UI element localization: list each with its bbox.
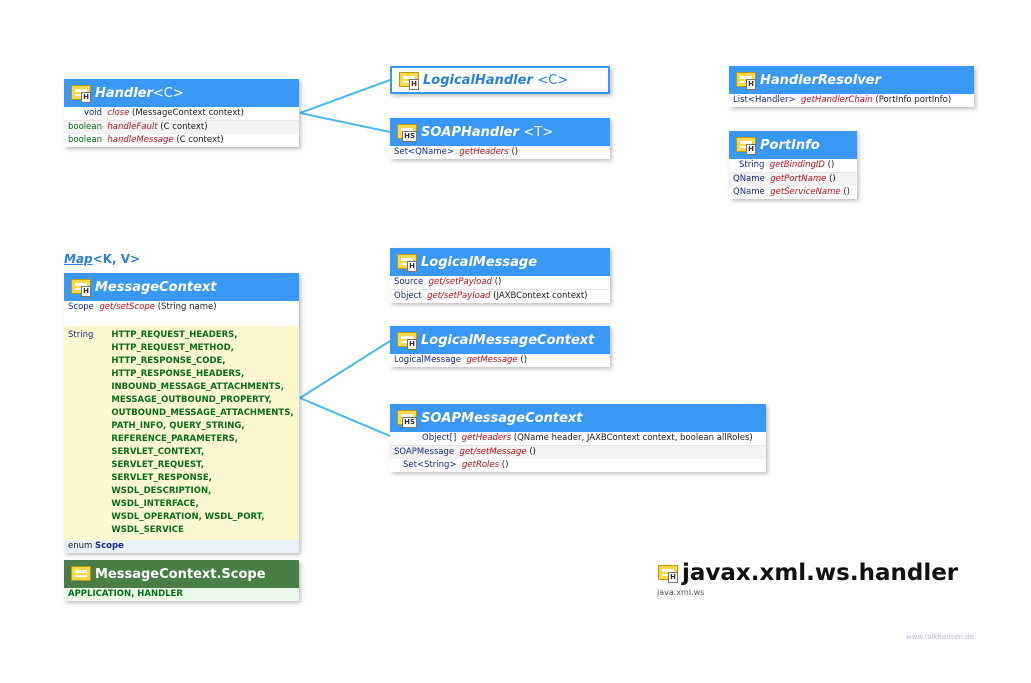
- enum-row: enum Scope: [64, 540, 299, 553]
- portinfo-title: PortInfo: [760, 137, 820, 153]
- method-row: Object[] getHeaders (QName header, JAXBC…: [390, 432, 766, 446]
- interface-icon: H: [735, 70, 756, 90]
- logicalmessage-title: LogicalMessage: [421, 254, 538, 270]
- messagecontext-box[interactable]: H MessageContext Scope get/setScope (Str…: [64, 273, 299, 553]
- soaphandler-header[interactable]: HS SOAPHandler <T>: [390, 118, 610, 146]
- logicalmessage-header[interactable]: H LogicalMessage: [390, 248, 610, 276]
- method-row: QName getServiceName (): [733, 187, 850, 197]
- messagecontext-title: MessageContext: [95, 279, 217, 295]
- field-constant: WSDL_DESCRIPTION, WSDL_INTERFACE,: [111, 486, 212, 509]
- logicalmessagecontext-title: LogicalMessageContext: [421, 332, 595, 348]
- method-row: boolean handleMessage (C context): [68, 135, 224, 145]
- package-module: java.xml.ws: [657, 588, 705, 597]
- connector-messagecontext-soapmessagecontext: [299, 397, 391, 437]
- connector-messagecontext-logicalmessagecontext: [299, 340, 391, 399]
- logicalhandler-header[interactable]: H LogicalHandler <C>: [390, 66, 610, 94]
- handler-header[interactable]: H Handler<C>: [64, 79, 299, 107]
- method-row: Source get/setPayload (): [390, 276, 610, 290]
- field-constant: WSDL_SERVICE: [111, 525, 184, 535]
- soaphandler-box[interactable]: HS SOAPHandler <T> Set<QName> getHeaders…: [390, 118, 610, 159]
- enum-icon: [70, 564, 91, 584]
- method-row: Scope get/setScope (String name): [68, 302, 217, 312]
- messagecontext-header[interactable]: H MessageContext: [64, 273, 299, 301]
- field-constant: PATH_INFO, QUERY_STRING,: [111, 421, 245, 431]
- interface-icon: H: [396, 252, 417, 272]
- soapmessagecontext-box[interactable]: HS SOAPMessageContext Object[] getHeader…: [390, 404, 766, 472]
- handler-title: Handler: [95, 85, 153, 101]
- map-link-name[interactable]: Map: [64, 252, 93, 266]
- handlerresolver-title: HandlerResolver: [760, 72, 881, 88]
- constant-fields: String HTTP_REQUEST_HEADERS,HTTP_REQUEST…: [64, 326, 299, 540]
- package-title: javax.xml.ws.handler: [682, 560, 959, 586]
- logicalhandler-box[interactable]: H LogicalHandler <C>: [390, 66, 610, 94]
- soaphandler-generic: <T>: [523, 124, 554, 140]
- map-superinterface-link[interactable]: Map<K, V>: [64, 252, 140, 266]
- logicalmessage-box[interactable]: H LogicalMessage Source get/setPayload (…: [390, 248, 610, 303]
- field-constant: SERVLET_CONTEXT, SERVLET_REQUEST,: [111, 447, 205, 470]
- interface-icon: H: [398, 70, 419, 90]
- method-row: String getBindingID (): [729, 159, 857, 173]
- logicalhandler-generic: <C>: [537, 72, 569, 88]
- connector-handler-soaphandler: [299, 112, 391, 133]
- portinfo-header[interactable]: H PortInfo: [729, 131, 857, 159]
- interface-icon: H: [70, 83, 91, 103]
- logicalhandler-title: LogicalHandler: [423, 72, 533, 88]
- messagecontext-scope-title: MessageContext.Scope: [95, 566, 266, 582]
- field-constant: HTTP_REQUEST_HEADERS,: [111, 330, 238, 340]
- soaphandler-title: SOAPHandler: [421, 124, 519, 140]
- handlerresolver-header[interactable]: H HandlerResolver: [729, 66, 974, 94]
- method-row: Set<QName> getHeaders (): [394, 147, 519, 157]
- interface-icon: H: [70, 277, 91, 297]
- map-link-generic: <K, V>: [92, 252, 141, 266]
- interface-icon: HS: [396, 122, 417, 142]
- handlerresolver-box[interactable]: H HandlerResolver List<Handler> getHandl…: [729, 66, 974, 107]
- method-row: void close (MessageContext context): [64, 107, 299, 121]
- field-constant: OUTBOUND_MESSAGE_ATTACHMENTS,: [111, 408, 294, 418]
- class-folder-icon: H: [657, 563, 678, 583]
- field-constant: HTTP_RESPONSE_CODE,: [111, 356, 226, 366]
- soapmessagecontext-header[interactable]: HS SOAPMessageContext: [390, 404, 766, 432]
- method-row: Object get/setPayload (JAXBContext conte…: [394, 291, 588, 301]
- field-constant: MESSAGE_OUTBOUND_PROPERTY,: [111, 395, 273, 405]
- method-row: SOAPMessage get/setMessage (): [390, 446, 766, 459]
- logicalmessagecontext-box[interactable]: H LogicalMessageContext LogicalMessage g…: [390, 326, 610, 367]
- enum-values: APPLICATION, HANDLER: [64, 588, 299, 601]
- field-constant: HTTP_RESPONSE_HEADERS,: [111, 369, 245, 379]
- messagecontext-scope-box[interactable]: MessageContext.Scope APPLICATION, HANDLE…: [64, 560, 299, 601]
- method-row: List<Handler> getHandlerChain (PortInfo …: [733, 95, 952, 105]
- soapmessagecontext-title: SOAPMessageContext: [421, 410, 583, 426]
- interface-icon: H: [735, 135, 756, 155]
- handler-box[interactable]: H Handler<C> void close (MessageContext …: [64, 79, 299, 147]
- interface-icon: H: [396, 330, 417, 350]
- method-row: boolean handleFault (C context): [64, 121, 299, 134]
- logicalmessagecontext-header[interactable]: H LogicalMessageContext: [390, 326, 610, 354]
- field-constant: REFERENCE_PARAMETERS,: [111, 434, 239, 444]
- method-row: Set<String> getRoles (): [403, 460, 509, 470]
- messagecontext-scope-header[interactable]: MessageContext.Scope: [64, 560, 299, 588]
- field-type: String: [68, 330, 94, 340]
- field-constant: INBOUND_MESSAGE_ATTACHMENTS,: [111, 382, 284, 392]
- field-list: HTTP_REQUEST_HEADERS, HTTP_REQUEST_METHOD…: [111, 329, 295, 537]
- connector-handler-logicalhandler: [299, 79, 391, 114]
- method-row: LogicalMessage getMessage (): [394, 355, 528, 365]
- field-constant: SERVLET_RESPONSE,: [111, 473, 212, 483]
- package-label: H javax.xml.ws.handler java.xml.ws: [657, 560, 958, 597]
- watermark: www.falkhausen.de: [906, 633, 975, 641]
- portinfo-box[interactable]: H PortInfo String getBindingID () QName …: [729, 131, 857, 199]
- method-row: QName getPortName (): [729, 173, 857, 186]
- interface-icon: HS: [396, 408, 417, 428]
- field-constant: WSDL_OPERATION, WSDL_PORT,: [111, 512, 265, 522]
- handler-generic: <C>: [152, 85, 184, 101]
- field-constant: HTTP_REQUEST_METHOD,: [111, 343, 234, 353]
